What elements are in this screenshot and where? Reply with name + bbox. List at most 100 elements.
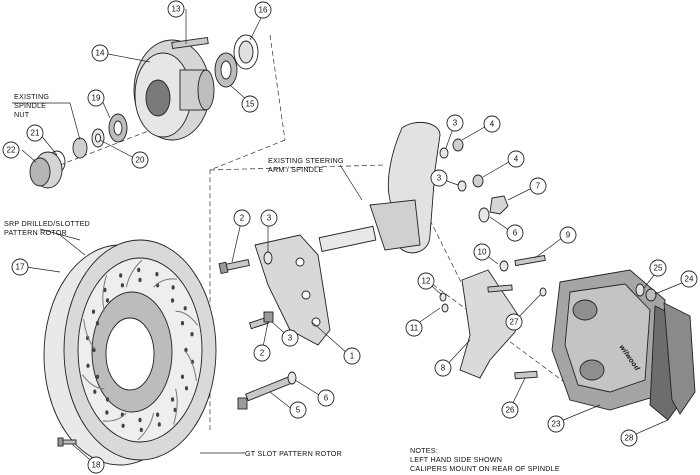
- callout-4a: 4: [483, 115, 501, 133]
- callout-3-number-a: 3: [267, 214, 272, 223]
- callout-9-number: 9: [566, 231, 571, 240]
- grease-seal: [233, 34, 259, 70]
- spindle-nut-label-line2: SPINDLE: [14, 101, 46, 110]
- callout-2a: 2: [233, 209, 251, 227]
- callout-3-number-b: 3: [288, 334, 293, 343]
- rotor-slot: [137, 412, 155, 441]
- brake-pads: [649, 302, 696, 421]
- bracket-bolt-lower: [248, 311, 274, 330]
- srp-rotor-label-line1: SRP DRILLED/SLOTTED: [4, 219, 90, 228]
- washer-lower: [287, 371, 297, 385]
- spindle-nut: [72, 137, 88, 159]
- rotor-drill-hole: [171, 285, 175, 290]
- rotor-drill-hole: [170, 397, 175, 402]
- callout-11: 11: [405, 319, 423, 337]
- callout-24: 24: [680, 270, 698, 288]
- callout-5: 5: [289, 401, 307, 419]
- callout-21-number: 21: [31, 129, 40, 138]
- rotor-screw: [57, 437, 77, 447]
- rotor-drill-hole: [91, 309, 96, 314]
- rotor-drill-hole: [93, 389, 97, 394]
- callout-16-number: 16: [259, 6, 268, 15]
- notes-line2: CALIPERS MOUNT ON REAR OF SPINDLE: [410, 464, 560, 473]
- caliper-hardware: [635, 283, 657, 302]
- rotor-drill-hole: [155, 272, 159, 277]
- callout-20-number: 20: [136, 156, 145, 165]
- caliper-bracket: [254, 234, 331, 346]
- callout-26-number: 26: [506, 406, 515, 415]
- callout-12-number: 12: [422, 277, 431, 286]
- rotor-drill-hole: [105, 298, 110, 303]
- callout-28: 28: [620, 429, 638, 447]
- rotor-drill-hole: [184, 386, 189, 391]
- srp-rotor-label-line2: PATTERN ROTOR: [4, 228, 67, 237]
- callout-3c: 3: [446, 114, 464, 132]
- rotor-drill-hole: [137, 267, 141, 273]
- callout-27-number: 27: [510, 318, 519, 327]
- callout-3-number-d: 3: [437, 174, 442, 183]
- leader-lines: [12, 9, 690, 466]
- wheel-stud: [171, 37, 209, 49]
- callout-8: 8: [434, 359, 452, 377]
- callout-21: 21: [26, 124, 44, 142]
- long-bolt: [237, 375, 294, 410]
- rotor-drill-hole: [139, 427, 143, 433]
- callout-1: 1: [343, 347, 361, 365]
- callout-10-number: 10: [478, 248, 487, 257]
- callout-18: 18: [87, 456, 105, 474]
- rotor-slot: [153, 278, 178, 288]
- rotor-drill-hole: [180, 321, 185, 326]
- callout-4-number-b: 4: [514, 155, 519, 164]
- callout-17: 17: [11, 258, 29, 276]
- rotor-drill-hole: [138, 277, 142, 283]
- rotor-slots: [81, 259, 199, 441]
- rotor-drill-hole: [156, 412, 160, 417]
- callout-17-number: 17: [16, 263, 25, 272]
- rotor-slot: [173, 388, 178, 425]
- rotor-drill-hole: [103, 287, 107, 293]
- bracket-bolt-upper: [218, 259, 250, 275]
- caliper: wilwood: [551, 269, 666, 411]
- callout-26: 26: [501, 401, 519, 419]
- callout-23-number: 23: [552, 420, 561, 429]
- callout-5-number: 5: [296, 406, 301, 415]
- steering-arm-spindle: [318, 121, 441, 254]
- callout-19: 19: [87, 89, 105, 107]
- callout-24-number: 24: [685, 275, 694, 284]
- callout-2b: 2: [253, 344, 271, 362]
- callout-15: 15: [241, 95, 259, 113]
- callout-13: 13: [167, 0, 185, 18]
- rotor-slot: [175, 310, 199, 326]
- callout-20: 20: [131, 151, 149, 169]
- callout-25: 25: [649, 259, 667, 277]
- rotor-drill-hole: [105, 410, 109, 415]
- callout-18-number: 18: [92, 461, 101, 470]
- steering-arm-label-line2: ARM / SPINDLE: [268, 165, 323, 174]
- inner-bearing: [108, 113, 128, 143]
- callout-14: 14: [91, 44, 109, 62]
- callout-2-number-b: 2: [260, 349, 265, 358]
- callout-6b: 6: [506, 224, 524, 242]
- rotor-drill-hole: [119, 273, 123, 278]
- rotor-drill-hole: [95, 321, 100, 326]
- text-labels: EXISTING SPINDLE NUT EXISTING STEERING A…: [4, 92, 560, 473]
- callout-3a: 3: [260, 209, 278, 227]
- callout-19-number: 19: [92, 94, 101, 103]
- rotor-drill-hole: [86, 363, 90, 368]
- rotor-slot: [102, 275, 107, 312]
- spacer-7: [489, 195, 509, 215]
- callout-13-number: 13: [172, 5, 181, 14]
- callout-8-number: 8: [441, 364, 446, 373]
- callout-22-number: 22: [7, 146, 16, 155]
- spindle-nut-label-line3: NUT: [14, 110, 30, 119]
- callout-15-number: 15: [246, 100, 255, 109]
- dust-cap: [29, 151, 63, 189]
- notes-line1: LEFT HAND SIDE SHOWN: [410, 455, 502, 464]
- hub: [133, 39, 215, 141]
- bolts-9-10-12: [439, 254, 547, 380]
- callout-14-number: 14: [96, 49, 105, 58]
- arm-hardware-mid: [457, 174, 484, 192]
